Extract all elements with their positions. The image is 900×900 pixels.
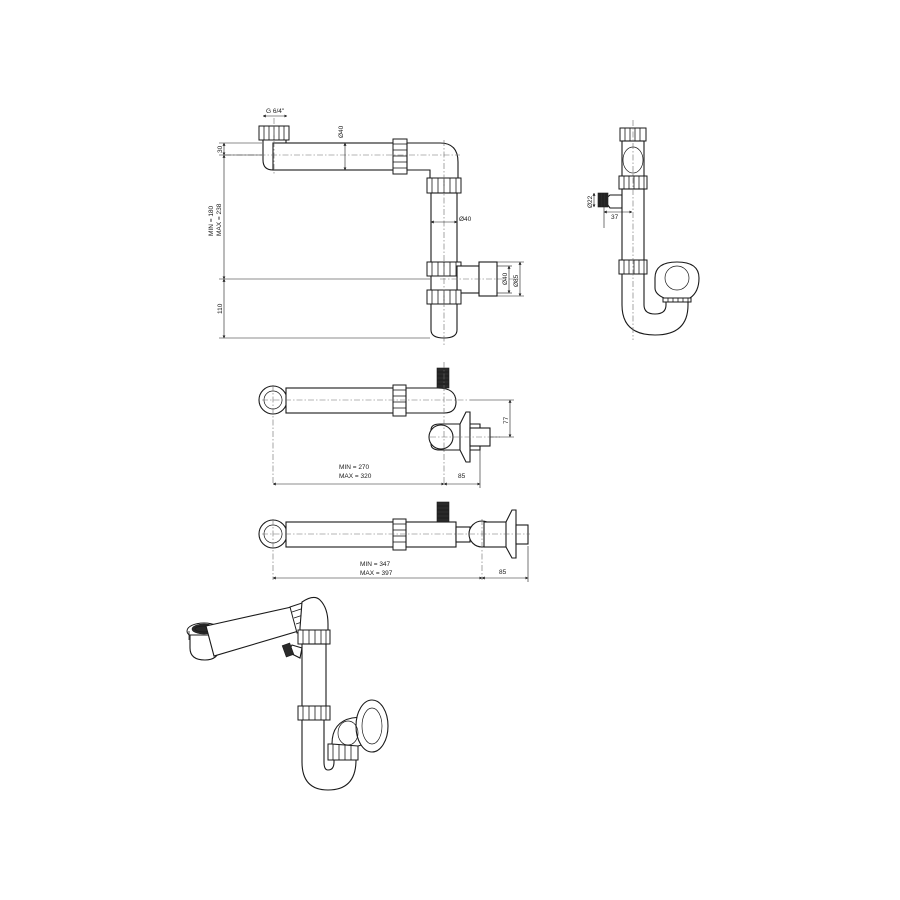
top-b-horizontal-pipe xyxy=(285,521,395,548)
iso-vertical-pipe xyxy=(301,643,327,709)
iso-hose-connector xyxy=(281,642,303,659)
side-trap-outlet xyxy=(654,261,700,299)
iso-vertical-low-nut xyxy=(297,705,331,721)
front-view: G 6/4" 30 MIN = 180 MAX = 238 110 Ø40 Ø4… xyxy=(208,108,524,345)
front-bottom-height-label: 110 xyxy=(217,303,224,314)
front-branch-diameter-label: Ø40 xyxy=(459,216,472,223)
side-hose-connector xyxy=(597,192,623,209)
isometric-view xyxy=(186,596,389,791)
top-a-depth-label: 77 xyxy=(503,416,510,424)
front-range-max-label: MAX = 238 xyxy=(216,203,223,236)
vertical-pipe xyxy=(430,192,458,264)
top-a-offset-label: 85 xyxy=(458,473,466,480)
top-b-slip-nut xyxy=(392,518,407,551)
top-a-slip-nut xyxy=(392,384,407,417)
front-flange-diameter-label: Ø85 xyxy=(513,274,520,287)
top-b-hose-connector xyxy=(436,501,450,523)
front-thread-label: G 6/4" xyxy=(266,108,285,115)
iso-trap-nut xyxy=(327,743,359,761)
side-hose-diameter-label: Ø22 xyxy=(587,195,594,208)
top-b-mid-pipe xyxy=(405,521,457,548)
side-hose-offset-label: 37 xyxy=(611,214,619,221)
tee-body xyxy=(426,261,498,339)
iso-vertical-top-nut xyxy=(297,629,331,645)
top-b-offset-label: 85 xyxy=(499,569,507,576)
top-a-horizontal-pipe xyxy=(285,387,395,414)
front-range-min-label: MIN = 180 xyxy=(208,205,215,236)
top-b-flange xyxy=(505,509,517,559)
iso-upper-bend xyxy=(299,596,329,637)
top-a-range-max-label: MAX = 320 xyxy=(339,473,372,480)
top-view-b: MIN = 347 MAX = 397 85 xyxy=(258,501,530,582)
front-main-diameter-label: Ø40 xyxy=(338,125,345,138)
front-outlet-diameter-label: Ø40 xyxy=(502,272,509,285)
top-view-a: MIN = 270 MAX = 320 85 77 xyxy=(258,362,514,488)
top-a-elbow xyxy=(405,387,457,414)
top-a-range-min-label: MIN = 270 xyxy=(339,464,370,471)
top-a-hose-connector xyxy=(436,367,450,389)
upper-slip-nut xyxy=(392,138,408,175)
top-b-range-max-label: MAX = 397 xyxy=(360,570,393,577)
side-view: 37 Ø22 xyxy=(587,120,700,340)
top-b-range-min-label: MIN = 347 xyxy=(360,561,391,568)
front-inlet-height-label: 30 xyxy=(217,145,224,153)
upper-horizontal-pipe xyxy=(272,142,396,171)
upper-elbow xyxy=(406,142,459,181)
